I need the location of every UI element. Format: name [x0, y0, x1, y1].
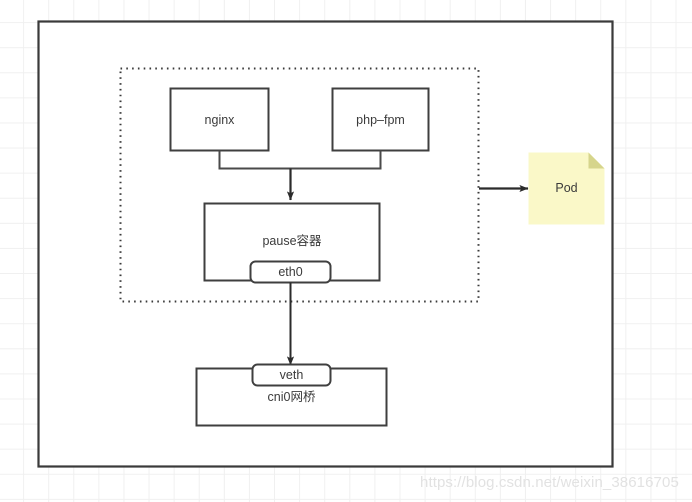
- pod-note-shape[interactable]: [528, 152, 605, 225]
- veth-label: veth: [279, 368, 304, 382]
- nginx-box[interactable]: [169, 87, 270, 152]
- php-fpm-connector: [290, 150, 382, 170]
- eth0-label: eth0: [278, 265, 303, 279]
- php-fpm-label: php–fpm: [356, 113, 405, 127]
- veth-box[interactable]: [251, 363, 332, 387]
- nginx-connector: [218, 150, 290, 170]
- nginx-label: nginx: [204, 113, 235, 127]
- cni0-bridge-label: cni0网桥: [267, 390, 316, 404]
- pause-container-label: pause容器: [262, 234, 322, 248]
- pod-note-fold-icon: [588, 152, 605, 169]
- watermark-text: https://blog.csdn.net/weixin_38616705: [420, 474, 679, 491]
- pod-note-label: Pod: [555, 181, 578, 195]
